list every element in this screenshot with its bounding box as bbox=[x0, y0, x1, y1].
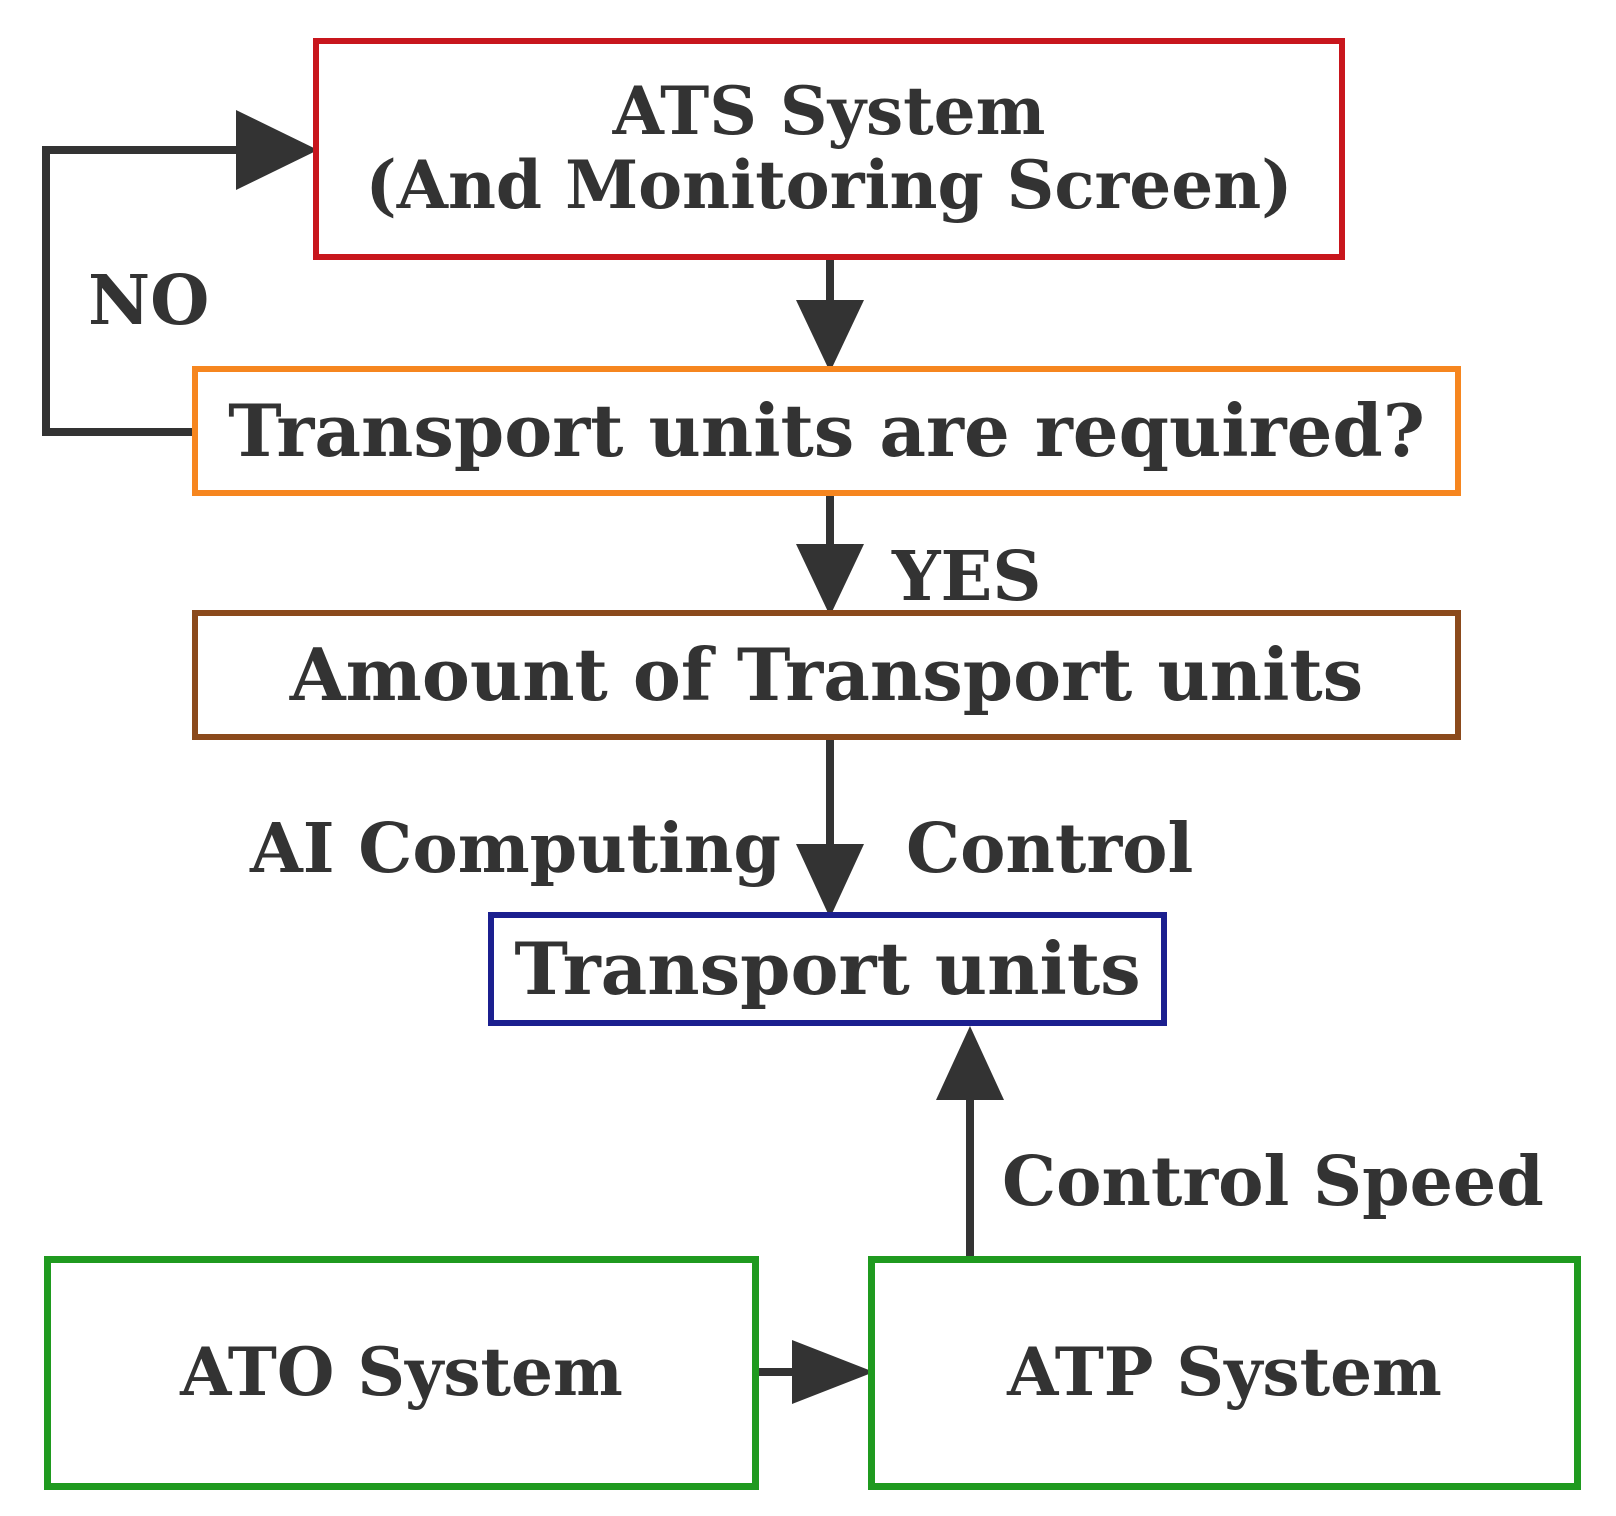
arrowhead-into-units-bottom bbox=[936, 1026, 1004, 1100]
edge-label-control: Control bbox=[906, 809, 1194, 889]
atp-system-text: ATP System bbox=[1007, 1333, 1442, 1412]
arrowhead-into-amount bbox=[796, 544, 864, 616]
decision-box: Transport units are required? bbox=[192, 366, 1461, 496]
ats-system-box: ATS System (And Monitoring Screen) bbox=[313, 38, 1345, 260]
ato-system-text: ATO System bbox=[180, 1333, 623, 1412]
edge-label-yes: YES bbox=[892, 537, 1042, 617]
arrowhead-into-required bbox=[796, 300, 864, 372]
ats-system-subtitle: (And Monitoring Screen) bbox=[365, 146, 1293, 224]
transport-units-text: Transport units bbox=[514, 925, 1141, 1011]
arrowhead-into-atp bbox=[792, 1340, 874, 1404]
edge-label-control-speed: Control Speed bbox=[1002, 1142, 1544, 1222]
edge-no-loop bbox=[42, 146, 240, 436]
transport-units-box: Transport units bbox=[488, 912, 1167, 1026]
arrowhead-into-ats bbox=[236, 110, 318, 190]
ats-system-title: ATS System bbox=[612, 72, 1046, 151]
atp-system-box: ATP System bbox=[868, 1256, 1581, 1490]
edge-label-ai-computing: AI Computing bbox=[250, 809, 781, 889]
amount-box: Amount of Transport units bbox=[192, 610, 1461, 740]
amount-text: Amount of Transport units bbox=[289, 631, 1364, 717]
decision-text: Transport units are required? bbox=[228, 387, 1425, 473]
edge-label-no: NO bbox=[88, 261, 210, 341]
arrowhead-into-units-top bbox=[796, 844, 864, 918]
ato-system-box: ATO System bbox=[44, 1256, 759, 1490]
